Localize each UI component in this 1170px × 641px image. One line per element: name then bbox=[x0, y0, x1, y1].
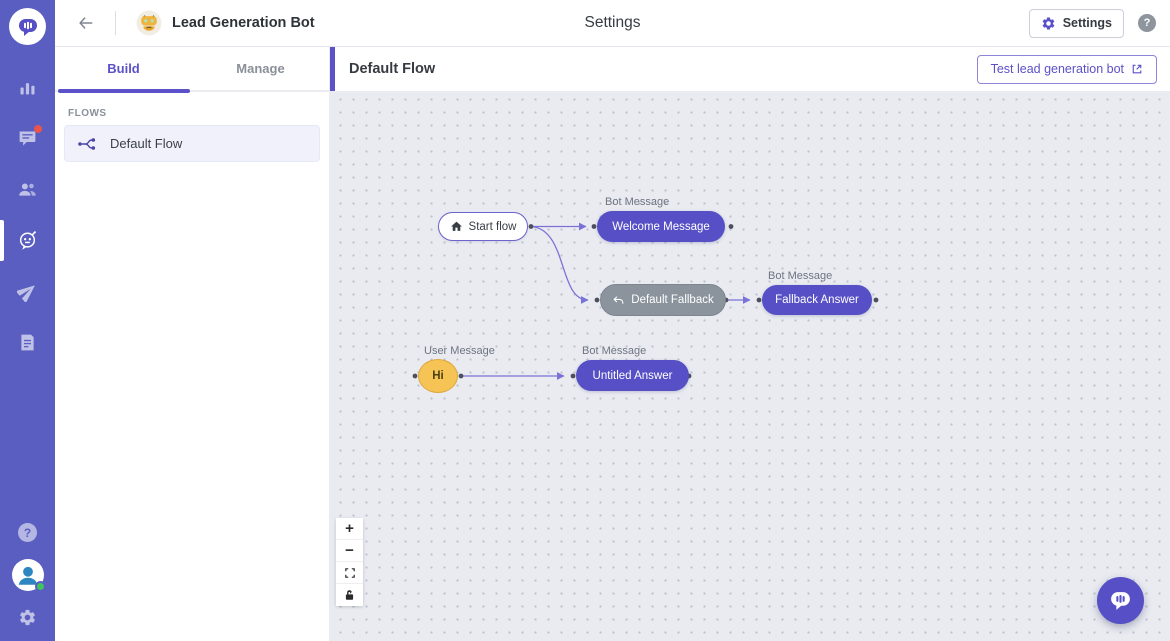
canvas-header: Default Flow Test lead generation bot bbox=[330, 47, 1170, 91]
fit-view-icon bbox=[344, 567, 355, 578]
flow-item-label: Default Flow bbox=[110, 136, 183, 151]
test-bot-button[interactable]: Test lead generation bot bbox=[976, 54, 1157, 84]
node-category-label: Bot Message bbox=[768, 270, 833, 282]
tab-manage[interactable]: Manage bbox=[236, 61, 285, 76]
settings-button-label: Settings bbox=[1062, 16, 1112, 30]
flows-section-label: FLOWS bbox=[68, 108, 107, 119]
person-icon bbox=[18, 566, 37, 585]
account-avatar[interactable] bbox=[11, 559, 46, 592]
chat-widget-button[interactable] bbox=[1097, 577, 1144, 624]
sidebar-item-bot-builder[interactable] bbox=[0, 220, 55, 261]
analytics-icon bbox=[20, 83, 35, 95]
main-sidebar: ? bbox=[0, 0, 55, 641]
test-bot-button-label: Test lead generation bot bbox=[990, 62, 1124, 76]
fit-view-button[interactable] bbox=[336, 562, 363, 584]
flow-node-welcome-message[interactable]: Welcome Message bbox=[597, 211, 725, 242]
node-label: Hi bbox=[432, 370, 444, 382]
flow-node-default-fallback[interactable]: Default Fallback bbox=[600, 284, 726, 316]
header-divider bbox=[115, 11, 116, 35]
help-icon[interactable]: ? bbox=[1138, 14, 1156, 32]
settings-button[interactable]: Settings bbox=[1028, 8, 1124, 38]
external-link-icon bbox=[1132, 64, 1142, 74]
sidebar-item-contacts[interactable] bbox=[0, 175, 55, 204]
help-icon[interactable]: ? bbox=[18, 523, 37, 542]
node-label: Default Fallback bbox=[631, 294, 714, 306]
contacts-icon bbox=[19, 183, 36, 196]
flow-icon bbox=[78, 137, 96, 150]
node-label: Untitled Answer bbox=[592, 369, 673, 382]
flow-edges bbox=[412, 222, 879, 380]
bot-builder-icon bbox=[19, 231, 36, 250]
flow-list-item-default-flow[interactable]: Default Flow bbox=[64, 125, 320, 162]
zoom-in-button[interactable]: + bbox=[336, 518, 363, 540]
node-category-label: Bot Message bbox=[605, 196, 670, 208]
brand-logo[interactable] bbox=[9, 8, 46, 45]
back-button[interactable] bbox=[77, 14, 95, 32]
node-category-label: Bot Message bbox=[582, 345, 647, 357]
build-panel: Build Manage FLOWS Default Flow bbox=[55, 47, 330, 641]
back-arrow-icon bbox=[79, 17, 93, 29]
lock-button[interactable] bbox=[336, 584, 363, 606]
bot-name: Lead Generation Bot bbox=[172, 15, 315, 31]
sidebar-item-docs[interactable] bbox=[0, 328, 55, 357]
flow-canvas[interactable]: Start flow Bot Message Welcome Message D… bbox=[330, 91, 1170, 641]
node-category-label: User Message bbox=[424, 345, 495, 357]
zoom-out-button[interactable]: − bbox=[336, 540, 363, 562]
flow-node-fallback-answer[interactable]: Fallback Answer bbox=[762, 285, 872, 315]
chat-bubble-icon bbox=[1111, 592, 1130, 610]
flow-node-hi[interactable]: Hi bbox=[418, 359, 458, 393]
node-label: Fallback Answer bbox=[775, 294, 859, 306]
node-label: Welcome Message bbox=[612, 220, 710, 233]
flow-node-start[interactable]: Start flow bbox=[438, 212, 528, 241]
active-tab-underline bbox=[58, 89, 190, 93]
gear-icon bbox=[1042, 16, 1055, 29]
online-status-dot bbox=[34, 581, 46, 592]
chat-bubble-logo-icon bbox=[18, 18, 37, 36]
sidebar-item-deploy[interactable] bbox=[0, 277, 55, 306]
gear-icon[interactable] bbox=[18, 608, 37, 627]
tab-build[interactable]: Build bbox=[107, 61, 140, 76]
flow-node-untitled-answer[interactable]: Untitled Answer bbox=[576, 360, 689, 391]
home-icon bbox=[450, 221, 462, 231]
fallback-return-icon bbox=[613, 295, 624, 304]
deploy-icon bbox=[17, 285, 35, 302]
canvas-flow-title: Default Flow bbox=[349, 61, 436, 77]
conversations-icon bbox=[19, 131, 36, 146]
top-header: Lead Generation Bot Settings Settings ? bbox=[55, 0, 1170, 47]
accent-bar bbox=[330, 47, 335, 91]
bot-avatar-icon bbox=[136, 10, 162, 36]
canvas-controls: + − bbox=[336, 518, 363, 606]
docs-icon bbox=[21, 334, 34, 351]
panel-tabs: Build Manage bbox=[55, 47, 329, 93]
lock-icon bbox=[345, 590, 354, 600]
notification-badge bbox=[34, 125, 42, 133]
node-label: Start flow bbox=[468, 220, 517, 233]
sidebar-item-analytics[interactable] bbox=[0, 73, 55, 102]
sidebar-item-conversations[interactable] bbox=[0, 124, 55, 153]
